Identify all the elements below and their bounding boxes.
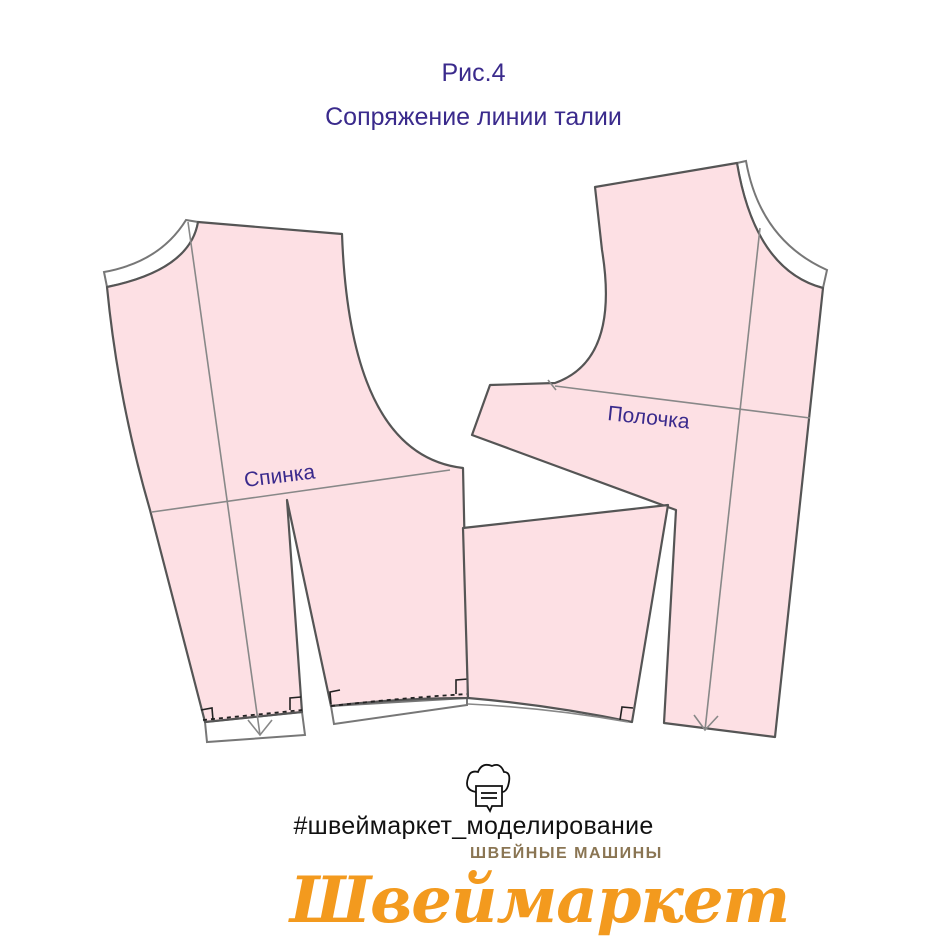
front-lower-outline — [461, 503, 670, 724]
brand-logo: Швеймаркет — [290, 863, 790, 938]
front-waist-line — [554, 385, 811, 419]
right-angle-mark — [619, 706, 634, 721]
hashtag-text: #швеймаркет_моделирование — [293, 812, 654, 840]
front-hem-line — [467, 703, 629, 723]
back-piece: Спинка — [102, 218, 482, 744]
back-grain-line — [187, 221, 261, 736]
chef-hat-note-icon — [466, 763, 511, 814]
front-main-outline — [470, 161, 825, 739]
front-piece: Полочка — [461, 159, 829, 739]
back-waist-line — [151, 469, 451, 513]
front-grain-line — [704, 227, 761, 731]
front-grain-arrow-icon — [693, 714, 719, 732]
back-grain-arrow-icon — [247, 719, 273, 737]
back-hem-allowance-right — [329, 696, 468, 726]
front-armhole-seam — [547, 379, 557, 391]
right-angle-mark — [200, 678, 482, 721]
figure-number: Рис.4 — [441, 59, 506, 87]
figure-caption: Сопряжение линии талии — [325, 103, 622, 131]
back-hem-dotted — [202, 693, 469, 721]
brand-tagline: ШВЕЙНЫЕ МАШИНЫ — [470, 845, 663, 862]
